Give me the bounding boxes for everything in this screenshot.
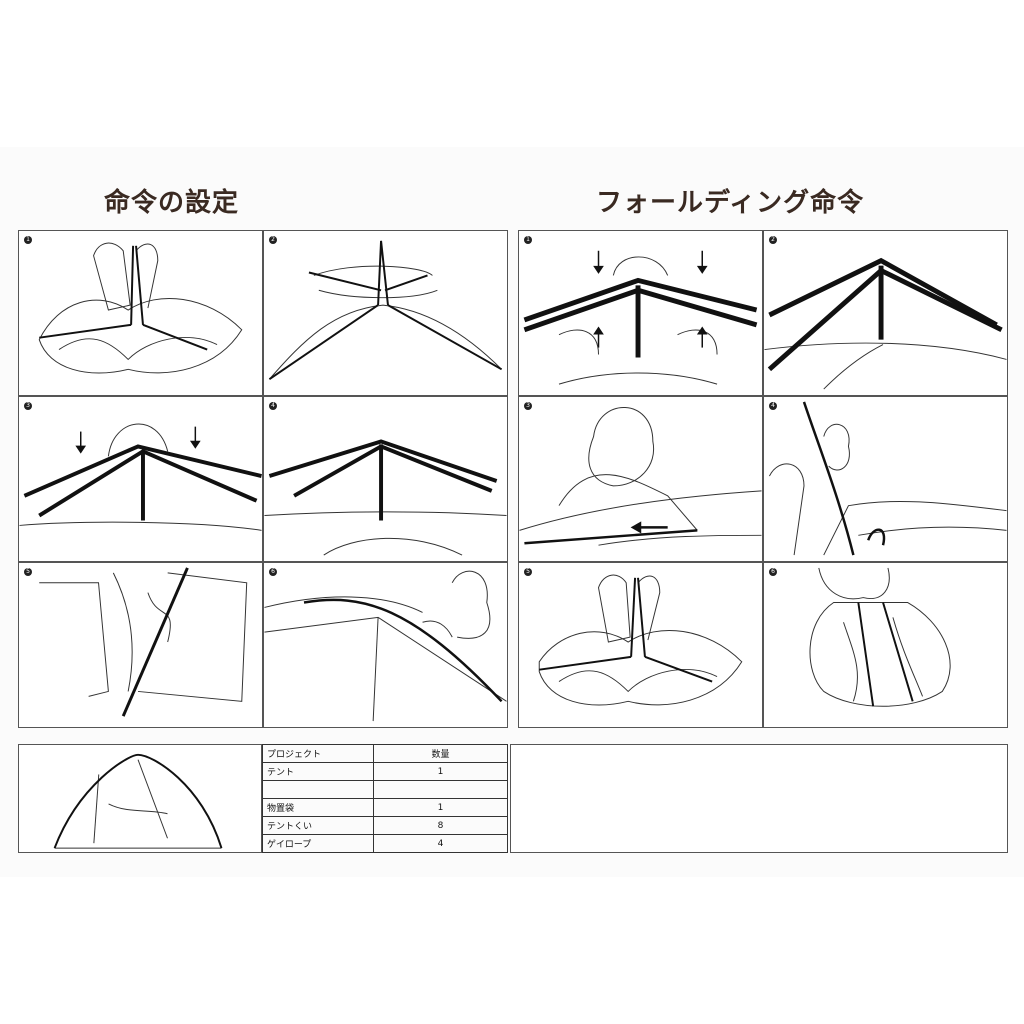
quantity-column-header: 数量 (373, 744, 508, 763)
folding-step-6-illustration: 6 (763, 562, 1008, 728)
item-quantity (373, 780, 508, 799)
setup-title: 命令の設定 (104, 188, 240, 218)
step-number: 2 (769, 236, 777, 244)
pushing-hub-down-icon (19, 423, 262, 531)
frame-collapsing-icon (764, 257, 1007, 390)
item-name: テント (262, 762, 374, 781)
table-row (262, 780, 508, 799)
folding-title: フォールディング命令 (596, 188, 865, 218)
item-column-header: プロジェクト (262, 744, 374, 763)
table-row: ゲイロープ 4 (262, 834, 508, 853)
item-name (262, 780, 374, 799)
table-header-row: プロジェクト 数量 (262, 744, 508, 763)
item-name: ゲイロープ (262, 834, 374, 853)
bagging-tent-icon (809, 567, 951, 707)
staking-tent-icon (39, 567, 248, 717)
folding-step-3-illustration: 3 (518, 396, 763, 562)
table-row: 物置袋 1 (262, 798, 508, 817)
item-quantity: 4 (373, 834, 508, 853)
setup-step-2-illustration: 2 (263, 230, 508, 396)
empty-notes-panel (510, 744, 1008, 853)
folding-step-1-illustration: 1 (518, 230, 763, 396)
table-row: テント 1 (262, 762, 508, 781)
step-number: 6 (269, 568, 277, 576)
item-quantity: 1 (373, 762, 508, 781)
folding-step-2-illustration: 2 (763, 230, 1008, 396)
step-number: 4 (269, 402, 277, 410)
step-number: 1 (524, 236, 532, 244)
item-quantity: 1 (373, 798, 508, 817)
item-name: テントくい (262, 816, 374, 835)
step-number: 3 (24, 402, 32, 410)
rolling-tent-icon (768, 401, 1007, 556)
table-row: テントくい 8 (262, 816, 508, 835)
step-number: 3 (524, 402, 532, 410)
parts-list-table: プロジェクト 数量 テント 1 物置袋 1 テントくい 8 ゲイロープ 4 (262, 744, 508, 853)
folding-step-4-illustration: 4 (763, 396, 1008, 562)
spreading-tent-frame-icon (268, 240, 503, 381)
setup-step-5-illustration: 5 (18, 562, 263, 728)
frame-opened-icon (264, 439, 507, 556)
folding-step-5-illustration: 5 (518, 562, 763, 728)
item-name: 物置袋 (262, 798, 374, 817)
step-number: 4 (769, 402, 777, 410)
dome-tent-icon (53, 753, 223, 849)
step-number: 1 (24, 236, 32, 244)
releasing-hub-icon (523, 250, 758, 385)
gathering-tent-icon (538, 574, 743, 706)
step-number: 2 (269, 236, 277, 244)
step-number: 5 (524, 568, 532, 576)
setup-step-1-illustration: 1 (18, 230, 263, 396)
setup-step-3-illustration: 3 (18, 396, 263, 562)
step-number: 5 (24, 568, 32, 576)
setup-step-6-illustration: 6 (263, 562, 508, 728)
assembled-tent-illustration (18, 744, 262, 853)
item-quantity: 8 (373, 816, 508, 835)
folded-tent-on-ground-icon (38, 242, 243, 374)
folding-tent-body-icon (519, 407, 762, 546)
attaching-cover-icon (264, 570, 507, 722)
step-number: 6 (769, 568, 777, 576)
setup-step-4-illustration: 4 (263, 396, 508, 562)
